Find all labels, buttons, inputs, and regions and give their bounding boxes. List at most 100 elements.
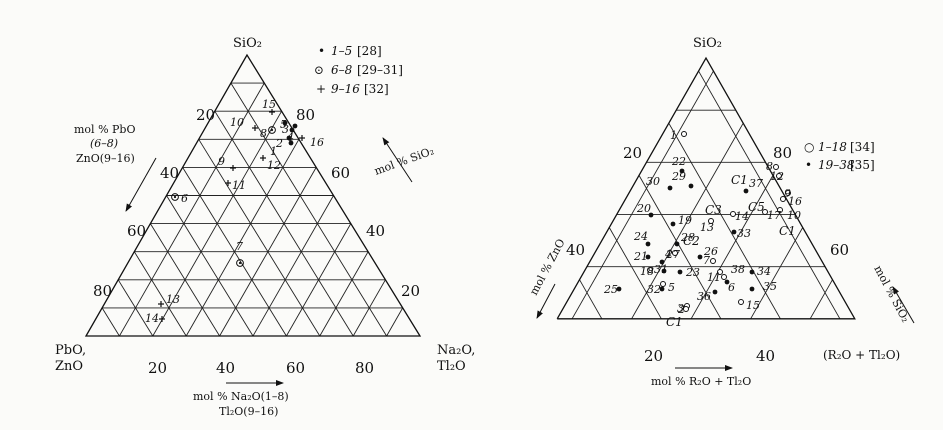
- data-point-label: 16: [788, 195, 802, 208]
- data-point-label: 2: [677, 303, 685, 316]
- data-point-label: 14: [735, 210, 749, 223]
- data-point-label: 10: [230, 116, 244, 129]
- data-point-label: 26: [703, 245, 718, 258]
- data-point-marker: [780, 196, 786, 202]
- legend-marker: +: [316, 82, 326, 96]
- data-point-marker: [292, 123, 298, 129]
- legend-range: 1–18: [818, 140, 847, 154]
- data-point-marker: [230, 165, 236, 171]
- data-point-marker: [252, 125, 258, 131]
- left-axis-label-pbo: mol % PbO: [74, 123, 135, 136]
- data-point-marker: [299, 135, 305, 141]
- data-point-marker: [730, 211, 736, 217]
- data-point-label: 36: [697, 290, 711, 303]
- legend-range: 9–16: [331, 82, 360, 96]
- data-point-label: 18: [640, 265, 654, 278]
- left-axis-right-tick: 60: [331, 164, 350, 182]
- right-axis-left-tick: 40: [566, 241, 585, 259]
- data-point-marker: [674, 241, 680, 247]
- right-apex-right-label: (R₂O + Tl₂O): [823, 348, 900, 362]
- data-point-marker: [288, 140, 294, 146]
- left-axis-label-zno: ZnO(9–16): [76, 152, 135, 165]
- data-point-label: 9: [218, 155, 225, 168]
- data-point-label: 23: [685, 266, 700, 279]
- left-axis-arrow-left: [125, 157, 157, 212]
- data-point-label: 7: [703, 254, 710, 267]
- data-point-label: 13: [700, 221, 714, 234]
- data-point-label: 8: [766, 160, 773, 173]
- data-point-marker: [731, 229, 737, 235]
- data-point-marker: [773, 164, 779, 170]
- data-point-marker: [659, 286, 665, 292]
- right-axis-right-tick: 60: [830, 241, 849, 259]
- data-point-label: 31: [654, 263, 668, 276]
- data-point-marker: [268, 126, 276, 134]
- data-point-label: 33: [737, 227, 751, 240]
- region-label: C1: [731, 173, 748, 187]
- data-point-label: 13: [166, 293, 180, 306]
- data-point-marker: [648, 212, 654, 218]
- left-axis-label-tl2o: Tl₂O(9–16): [219, 405, 278, 418]
- right-axis-label-r2o: mol % R₂O + Tl₂O: [651, 375, 751, 388]
- data-point-marker: [749, 286, 755, 292]
- data-point-label: 32: [647, 283, 661, 296]
- data-point-label: 17: [767, 209, 781, 222]
- right-axis-left-tick: 20: [623, 144, 642, 162]
- data-point-marker: [677, 269, 683, 275]
- data-point-label: 28: [680, 231, 695, 244]
- legend-ref: [34]: [850, 140, 875, 154]
- data-point-label: 37: [749, 177, 763, 190]
- data-point-marker: [225, 180, 231, 186]
- data-point-marker: [697, 254, 703, 260]
- legend-range: 6–8: [331, 63, 353, 77]
- data-point-marker: [777, 207, 783, 213]
- data-point-marker: [158, 301, 164, 307]
- right-legend: ○ 1–18 [34] • 19–38 [35]: [804, 140, 875, 172]
- data-point-label: 12: [770, 170, 784, 183]
- legend-ref: [32]: [364, 82, 389, 96]
- data-point-marker: [776, 173, 782, 179]
- data-point-label: 21: [633, 250, 648, 263]
- data-point-label: 4: [664, 248, 672, 261]
- left-apex-top-label: SiO₂: [233, 36, 262, 51]
- right-axis-arrow-right: [892, 286, 915, 324]
- left-axis-right-tick: 40: [366, 222, 385, 240]
- data-point-label: 6: [181, 192, 188, 205]
- data-point-marker: [708, 218, 714, 224]
- right-triangle-frame: [556, 56, 856, 320]
- region-label: C5: [748, 200, 765, 214]
- left-axis-label-sio2: mol % SiO₂: [373, 144, 436, 178]
- data-point-marker: [672, 250, 678, 256]
- left-legend: • 1–5 [28] ⊙ 6–8 [29–31] + 9–16 [32]: [314, 44, 403, 96]
- left-axis-label-na2o: mol % Na₂O(1–8): [193, 390, 289, 403]
- left-apex-right-label-2: Tl₂O: [437, 359, 466, 374]
- left-axis-right-tick: 80: [296, 106, 315, 124]
- legend-marker: ○: [804, 140, 814, 154]
- data-point-label: 29: [671, 170, 686, 183]
- left-axis-left-tick: 80: [93, 282, 112, 300]
- left-axis-arrow-right: [382, 137, 413, 183]
- data-point-label: 30: [646, 175, 660, 188]
- data-point-label: 16: [310, 136, 324, 149]
- left-ternary-diagram: SiO₂ PbO, ZnO Na₂O, Tl₂O 20 40 60 80 80 …: [55, 36, 475, 418]
- data-point-marker: [667, 185, 673, 191]
- right-grid: [571, 70, 841, 320]
- data-point-marker: [269, 109, 275, 115]
- data-point-label: 11: [707, 271, 721, 284]
- data-point-label: 11: [232, 179, 246, 192]
- data-point-label: 4: [286, 131, 294, 144]
- region-label: C1: [666, 315, 683, 329]
- data-point-label: 12: [267, 159, 281, 172]
- data-point-marker: [743, 188, 749, 194]
- data-point-label: 5: [668, 281, 675, 294]
- legend-marker: ⊙: [314, 63, 324, 77]
- data-point-label: 19: [678, 214, 692, 227]
- data-point-marker: [710, 258, 716, 264]
- data-point-label: 1: [670, 129, 677, 142]
- data-point-marker: [645, 254, 651, 260]
- legend-ref: [28]: [357, 44, 382, 58]
- data-point-marker: [645, 241, 651, 247]
- data-point-marker: [681, 131, 687, 137]
- data-point-marker: [762, 209, 768, 215]
